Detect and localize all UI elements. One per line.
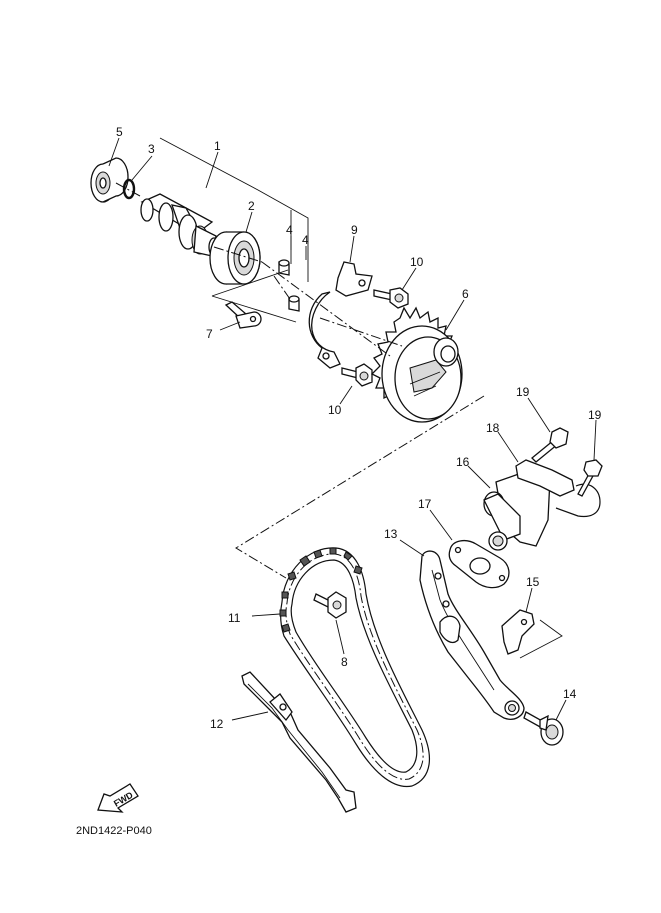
callout-6: 6 <box>462 287 469 301</box>
callout-10b: 10 <box>328 403 342 417</box>
o-ring-part-3 <box>122 178 136 200</box>
callout-7: 7 <box>206 327 213 341</box>
chain-guide-part-13 <box>419 550 525 720</box>
cam-chain-part-11 <box>279 547 430 788</box>
callout-16: 16 <box>456 455 470 469</box>
decompressor-plate-part-9 <box>308 261 373 369</box>
bolt-part-10b <box>341 363 373 387</box>
bolt-part-19b <box>577 459 603 497</box>
bolt-part-19a <box>531 427 569 463</box>
bolt-part-8 <box>313 591 347 619</box>
callout-9: 9 <box>351 223 358 237</box>
bolt-part-14 <box>523 711 564 746</box>
callout-12: 12 <box>210 717 224 731</box>
callout-18: 18 <box>486 421 500 435</box>
chain-connector-line <box>235 395 485 579</box>
camshaft-part-1 <box>140 193 220 257</box>
tensioner-part-16 <box>483 469 551 551</box>
drawing-code: 2ND1422-P040 <box>76 825 152 837</box>
stopper-part-15 <box>501 609 563 659</box>
pin-part-7 <box>224 301 262 329</box>
callout-labels: 1 2 3 4 4 5 6 7 8 9 10 10 11 12 13 14 15… <box>116 125 602 731</box>
bolt-part-10a <box>373 287 409 309</box>
callout-4b: 4 <box>302 233 309 247</box>
callout-10a: 10 <box>410 255 424 269</box>
callout-19a: 19 <box>516 385 530 399</box>
callout-2: 2 <box>248 199 255 213</box>
callout-17: 17 <box>418 497 432 511</box>
callout-13: 13 <box>384 527 398 541</box>
bearing-part-5 <box>90 157 129 203</box>
cam-sprocket-part-6 <box>370 306 463 423</box>
callout-4a: 4 <box>286 223 293 237</box>
dowel-pin-part-4b <box>288 295 300 312</box>
fwd-arrow-icon: FWD <box>97 783 139 813</box>
callout-5: 5 <box>116 125 123 139</box>
gasket-part-17 <box>448 539 510 589</box>
callout-15: 15 <box>526 575 540 589</box>
chain-guide-part-12 <box>241 671 357 813</box>
callout-1: 1 <box>214 139 221 153</box>
callout-8: 8 <box>341 655 348 669</box>
bearing-part-2 <box>209 231 261 285</box>
callout-leaders <box>108 137 597 721</box>
callout-19b: 19 <box>588 408 602 422</box>
callout-3: 3 <box>148 142 155 156</box>
callout-11: 11 <box>228 611 241 625</box>
callout-14: 14 <box>563 687 577 701</box>
